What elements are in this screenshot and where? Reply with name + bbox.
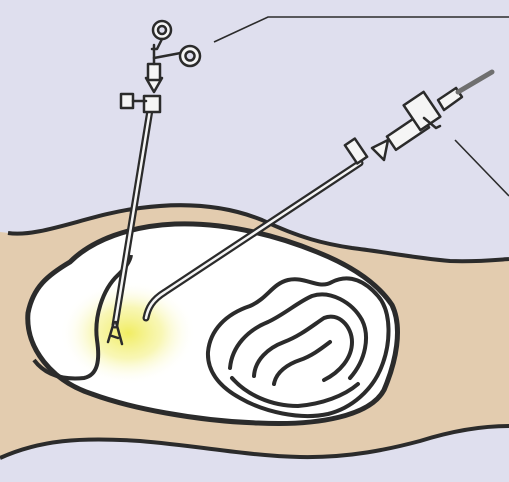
- forceps-clamp: [121, 94, 133, 108]
- scope-light-glow: [60, 281, 196, 385]
- forceps-body: [144, 96, 160, 112]
